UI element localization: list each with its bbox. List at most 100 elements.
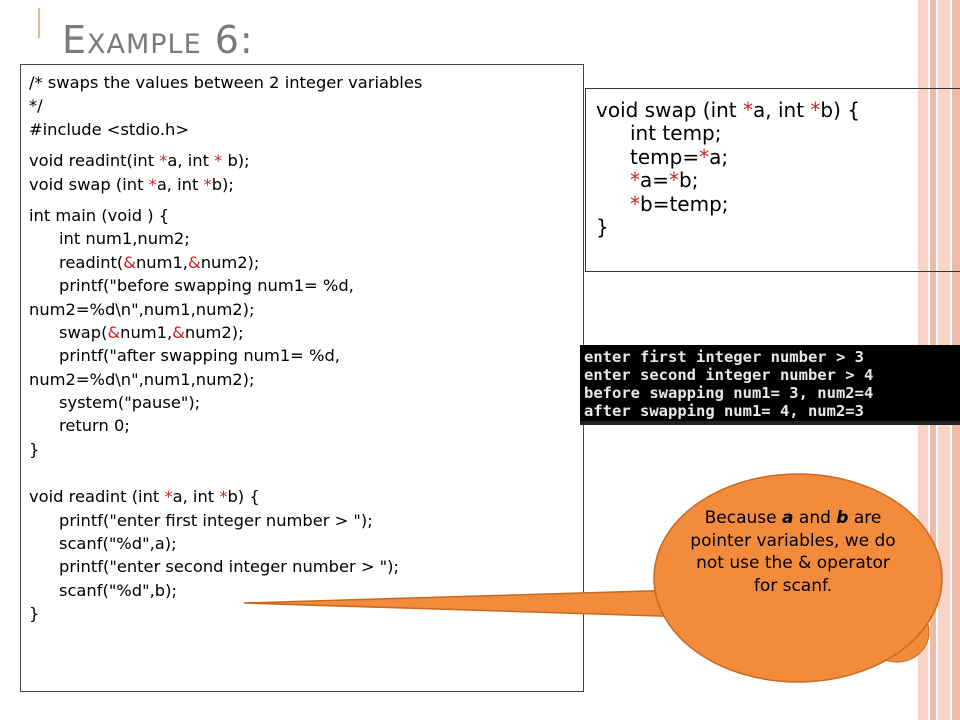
pointer-symbol: * <box>148 174 157 194</box>
main-code-line: scanf("%d",a); <box>29 532 575 555</box>
pointer-symbol: & <box>172 322 185 342</box>
main-code-line: /* swaps the values between 2 integer va… <box>29 71 575 94</box>
code-text: printf("before swapping num1= %d, <box>59 276 354 296</box>
callout-text: Because a and b are pointer variables, w… <box>688 507 898 597</box>
code-text: readint( <box>59 252 124 272</box>
code-text: */ <box>29 96 43 116</box>
main-code-line: } <box>29 602 575 625</box>
code-text: b; <box>679 168 699 193</box>
code-text: int num1,num2; <box>59 229 190 249</box>
callout-text-mid: and <box>793 508 837 528</box>
title-accent-rule <box>38 8 40 38</box>
callout-bubble <box>243 473 943 683</box>
code-text: num2=%d\n",num1,num2); <box>29 369 255 389</box>
code-text: a; <box>709 144 729 169</box>
main-code-listing: /* swaps the values between 2 integer va… <box>20 64 584 692</box>
console-line: after swapping num1= 4, num2=3 <box>584 402 864 420</box>
code-text: a, int <box>167 151 215 171</box>
code-text: scanf("%d",a); <box>59 534 177 554</box>
pointer-symbol: & <box>107 322 121 342</box>
callout-ellipse <box>653 473 943 683</box>
pointer-symbol: * <box>699 144 710 169</box>
console-line: enter first integer number > 3 <box>584 348 864 366</box>
code-text: num2=%d\n",num1,num2); <box>29 299 255 319</box>
callout-var-a: a <box>782 508 794 528</box>
main-code-line: printf("enter first integer number > "); <box>29 509 575 532</box>
main-code-line: int main (void ) { <box>29 204 575 227</box>
pointer-symbol: * <box>743 98 754 122</box>
main-code-line: void swap (int *a, int *b); <box>29 173 575 196</box>
swap-code-line: *a=*b; <box>596 165 950 192</box>
code-text: scanf("%d",b); <box>59 580 177 600</box>
pointer-symbol: * <box>159 151 168 171</box>
code-text: } <box>29 439 40 459</box>
main-code-line: num2=%d\n",num1,num2); <box>29 368 575 391</box>
pointer-symbol: * <box>630 191 640 216</box>
code-text: num1, <box>120 322 173 342</box>
swap-code-line: temp=*a; <box>596 142 950 169</box>
code-text: } <box>596 214 609 239</box>
pointer-symbol: & <box>123 252 136 272</box>
pointer-symbol: * <box>669 168 680 193</box>
code-text: printf("enter first integer number > "); <box>59 510 373 530</box>
main-code-spacer <box>29 469 575 477</box>
main-code-line: printf("after swapping num1= %d, <box>29 344 575 367</box>
code-text: a, int <box>156 174 204 194</box>
swap-function-listing: void swap (int *a, int *b) {int temp;tem… <box>585 88 960 272</box>
main-code-spacer <box>29 461 575 469</box>
main-code-line: #include <stdio.h> <box>29 118 575 141</box>
code-text: void readint (int <box>29 487 165 507</box>
code-text: b) { <box>820 98 861 122</box>
main-code-line: printf("before swapping num1= %d, <box>29 274 575 297</box>
code-text: b); <box>222 151 250 171</box>
swap-code-line: int temp; <box>596 118 950 145</box>
pointer-symbol: * <box>214 151 223 171</box>
code-text: b); <box>211 174 234 194</box>
code-text: } <box>29 604 40 624</box>
main-code-line: printf("enter second integer number > ")… <box>29 555 575 578</box>
slide-title: Example 6: <box>62 18 254 62</box>
code-text: a= <box>640 168 670 193</box>
main-code-spacer <box>29 477 575 485</box>
code-text: printf("after swapping num1= %d, <box>59 346 340 366</box>
main-code-line: num2=%d\n",num1,num2); <box>29 298 575 321</box>
code-text: temp= <box>630 144 700 169</box>
callout-pointer-cover <box>672 591 694 615</box>
code-text: void swap (int <box>29 174 149 194</box>
code-text: /* swaps the values between 2 integer va… <box>29 73 423 92</box>
code-text: int temp; <box>630 121 722 146</box>
main-code-line: swap(&num1,&num2); <box>29 321 575 344</box>
swap-code-line: } <box>596 212 950 239</box>
main-code-line: readint(&num1,&num2); <box>29 251 575 274</box>
main-code-spacer <box>29 141 575 149</box>
main-code-line: */ <box>29 94 575 117</box>
code-text: return 0; <box>59 416 130 436</box>
code-text: num1, <box>135 252 188 272</box>
code-text: swap( <box>59 322 108 342</box>
code-text: int main (void ) { <box>29 205 170 225</box>
code-text: #include <stdio.h> <box>29 119 189 139</box>
console-line: before swapping num1= 3, num2=4 <box>584 384 874 402</box>
callout-var-b: b <box>836 508 849 528</box>
pointer-symbol: & <box>188 252 201 272</box>
callout-text-post: are pointer variables, we do not use the… <box>690 508 896 596</box>
callout-text-pre: Because <box>704 508 783 528</box>
main-code-line: void readint (int *a, int *b) { <box>29 485 575 508</box>
code-text: printf("enter second integer number > ")… <box>59 557 399 577</box>
code-text: system("pause"); <box>59 393 201 413</box>
main-code-line: } <box>29 438 575 461</box>
main-code-line: system("pause"); <box>29 391 575 414</box>
swap-code-line: *b=temp; <box>596 189 950 216</box>
pointer-symbol: * <box>164 487 173 507</box>
code-text: num2); <box>200 252 260 272</box>
code-text: a, int <box>172 487 220 507</box>
console-line: enter second integer number > 4 <box>584 366 874 384</box>
code-text: void readint(int <box>29 151 160 171</box>
code-text: b) { <box>227 487 260 507</box>
code-text: num2); <box>184 322 244 342</box>
code-text: a, int <box>753 98 811 122</box>
swap-code-line: void swap (int *a, int *b) { <box>596 95 950 122</box>
pointer-symbol: * <box>810 98 821 122</box>
pointer-symbol: * <box>630 168 640 193</box>
